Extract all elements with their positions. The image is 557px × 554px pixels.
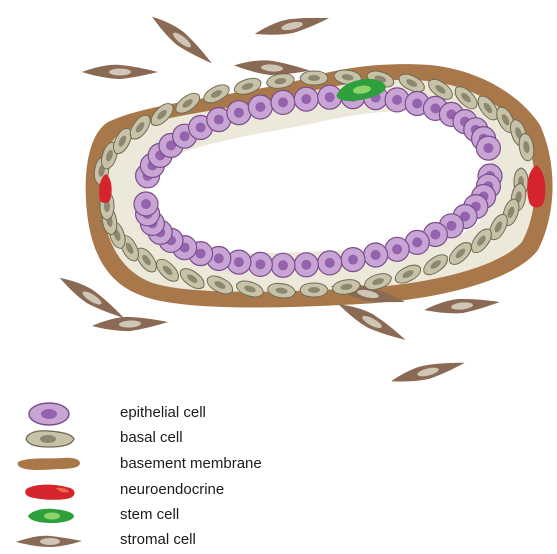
epithelial-cell [476, 136, 500, 160]
legend-label: basement membrane [120, 455, 262, 472]
basal-cell-icon [14, 426, 84, 452]
legend-item-neuroendocrine: neuroendocrine [14, 478, 434, 504]
basement-membrane-icon [14, 452, 84, 478]
basal-cell [300, 283, 328, 297]
legend-label: stromal cell [120, 531, 196, 548]
epithelial-cell [248, 95, 272, 119]
epithelial-cell [385, 237, 409, 261]
stromal-cell [253, 11, 330, 41]
stromal-cell [423, 295, 500, 317]
legend-label: basal cell [120, 429, 183, 446]
legend-item-membrane: basement membrane [14, 452, 434, 478]
stromal-cell [82, 65, 158, 79]
epithelial-cell [318, 251, 342, 275]
epithelial-cell-icon [14, 401, 84, 427]
legend-item-stromal: stromal cell [14, 528, 434, 554]
legend-item-basal: basal cell [14, 426, 434, 452]
epithelial-cell [364, 243, 388, 267]
legend-item-stem: stem cell [14, 503, 434, 529]
epithelial-cell [227, 101, 251, 125]
epithelial-cell [341, 248, 365, 272]
epithelial-cell [248, 252, 272, 276]
stromal-cell [335, 298, 409, 346]
epithelial-cell [134, 192, 158, 216]
epithelial-cell [294, 87, 318, 111]
stromal-cell-icon [14, 528, 84, 554]
basal-cell [300, 71, 328, 85]
stromal-cell [234, 58, 311, 78]
stromal-cell [148, 11, 217, 69]
stromal-cell [92, 315, 169, 333]
epithelial-cell [271, 253, 295, 277]
epithelial-cell [294, 253, 318, 277]
legend-label: epithelial cell [120, 404, 206, 421]
legend-item-epithelial: epithelial cell [14, 401, 434, 427]
stem-cell-icon [14, 503, 84, 529]
epithelial-cell [271, 90, 295, 114]
neuroendocrine-cell-icon [14, 478, 84, 504]
legend-label: neuroendocrine [120, 481, 224, 498]
stromal-cell [389, 356, 466, 388]
legend-label: stem cell [120, 506, 179, 523]
